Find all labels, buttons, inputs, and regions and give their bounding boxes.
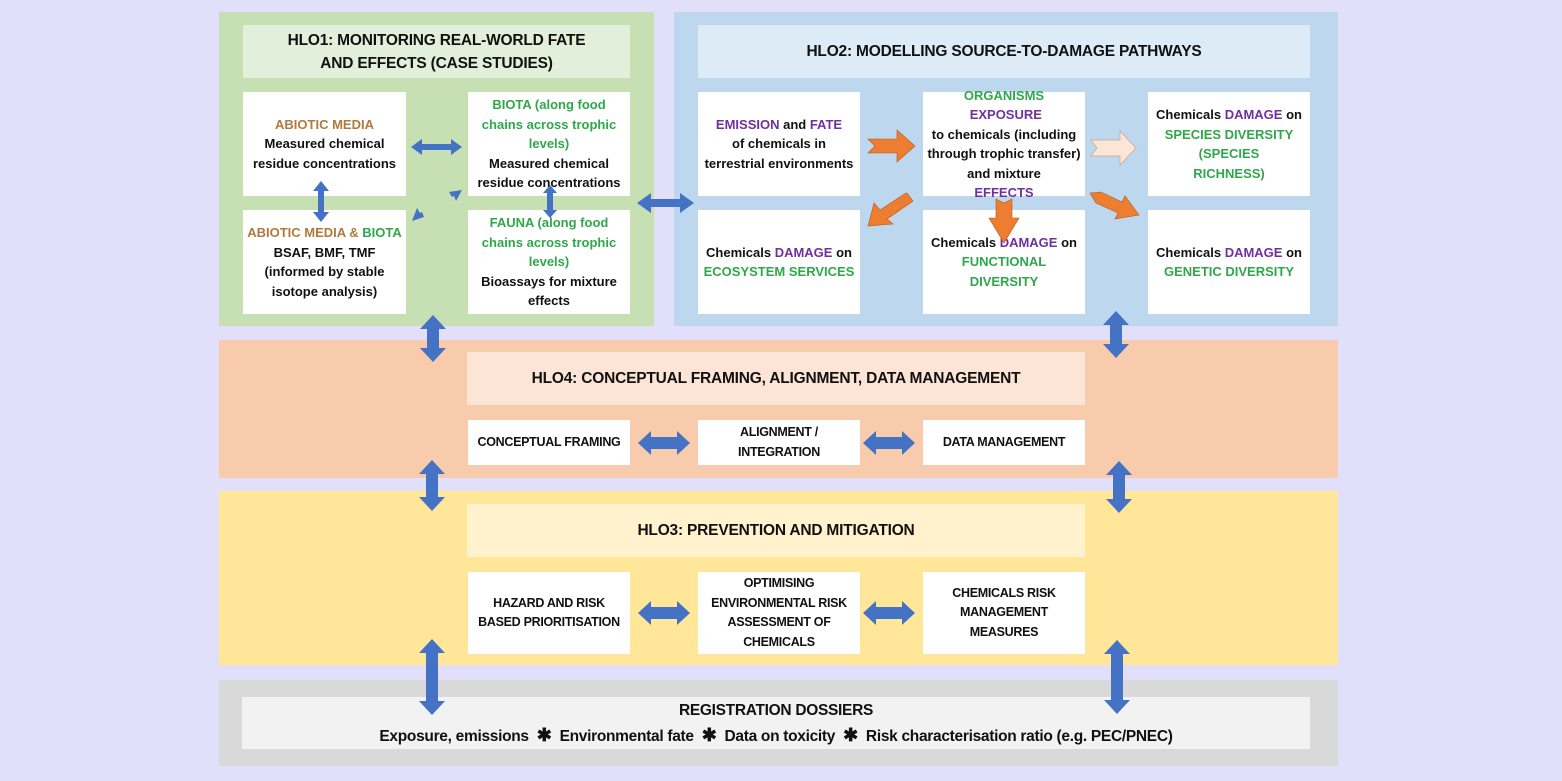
abiotic-biota-box: ABIOTIC MEDIA & BIOTA BSAF, BMF, TMF (in… (243, 210, 406, 314)
damage-word: DAMAGE (1224, 244, 1283, 260)
damage-word: DAMAGE (774, 244, 833, 260)
functional-target: FUNCTIONAL DIVERSITY (961, 254, 1047, 289)
hlo2-title: HLO2: MODELLING SOURCE-TO-DAMAGE PATHWAY… (698, 25, 1310, 78)
ampersand: & (345, 225, 363, 240)
exposure-word: EXPOSURE (969, 107, 1042, 122)
emission-text: of chemicals in terrestrial environments (704, 136, 854, 171)
prefix: Chemicals (1156, 244, 1225, 260)
fate-word: FATE (809, 116, 843, 132)
fauna-box: FAUNA (along food chains across trophic … (468, 210, 630, 314)
suffix: on (832, 244, 852, 260)
ecosystem-target: ECOSYSTEM SERVICES (703, 264, 855, 279)
abiotic-media-heading: ABIOTIC MEDIA (275, 116, 374, 132)
registration-title: REGISTRATION DOSSIERS (678, 702, 874, 719)
item-fate: Environmental fate (559, 728, 694, 745)
effects-word: EFFECTS (974, 185, 1034, 200)
exposure-box: ORGANISMS EXPOSURE to chemicals (includi… (923, 88, 1085, 200)
hlo4-title: HLO4: CONCEPTUAL FRAMING, ALIGNMENT, DAT… (467, 352, 1085, 405)
optimising-era-box: OPTIMISING ENVIRONMENTAL RISK ASSESSMENT… (698, 572, 860, 654)
abiotic-media-text: Measured chemical residue concentrations (252, 136, 397, 171)
item-toxicity: Data on toxicity (724, 728, 836, 745)
suffix: on (1282, 244, 1302, 260)
registration-dossiers-box: REGISTRATION DOSSIERS Exposure, emission… (242, 697, 1310, 749)
genetic-diversity-box: Chemicals DAMAGE on GENETIC DIVERSITY (1148, 210, 1310, 314)
prefix: Chemicals (706, 244, 775, 260)
damage-word: DAMAGE (1224, 107, 1283, 122)
abiotic-media-box: ABIOTIC MEDIA Measured chemical residue … (243, 92, 406, 196)
hlo3-title: HLO3: PREVENTION AND MITIGATION (467, 504, 1085, 557)
conceptual-framing-box: CONCEPTUAL FRAMING (468, 420, 630, 465)
prefix: Chemicals (1156, 107, 1225, 122)
asterisk-icon: ✱ (843, 725, 858, 745)
emission-fate-box: EMISSION and FATE of chemicals in terres… (698, 92, 860, 196)
asterisk-icon: ✱ (536, 725, 552, 745)
fauna-heading: FAUNA (along food chains across trophic … (481, 215, 617, 270)
biota-text: Measured chemical residue concentrations (477, 155, 621, 191)
alignment-integration-box: ALIGNMENT / INTEGRATION (698, 420, 860, 465)
risk-management-box: CHEMICALS RISK MANAGEMENT MEASURES (923, 572, 1085, 654)
fauna-text: Bioassays for mixture effects (481, 273, 617, 309)
factors-text: BSAF, BMF, TMF (273, 244, 376, 260)
and-word: and (779, 116, 810, 132)
damage-word: DAMAGE (999, 234, 1058, 250)
isotope-text: (informed by stable isotope analysis) (264, 264, 385, 299)
biota-box: BIOTA (along food chains across trophic … (468, 92, 630, 196)
asterisk-icon: ✱ (701, 725, 717, 745)
registration-items: Exposure, emissions ✱ Environmental fate ✱ D… (242, 723, 1310, 749)
suffix: on (1282, 107, 1302, 122)
exposure-text: to chemicals (including through trophic … (927, 126, 1081, 181)
hazard-prioritisation-box: HAZARD AND RISK BASED PRIORITISATION (468, 572, 630, 654)
biota-heading: BIOTA (362, 225, 402, 240)
item-risk-ratio: Risk characterisation ratio (e.g. PEC/PN… (865, 728, 1173, 745)
functional-diversity-box: Chemicals DAMAGE on FUNCTIONAL DIVERSITY (923, 210, 1085, 314)
ecosystem-services-box: Chemicals DAMAGE on ECOSYSTEM SERVICES (698, 210, 860, 314)
biota-heading: BIOTA (along food chains across trophic … (481, 97, 617, 152)
prefix: Chemicals (931, 234, 1000, 250)
suffix: on (1057, 234, 1077, 250)
emission-word: EMISSION (715, 116, 780, 132)
species-diversity-box: Chemicals DAMAGE on SPECIES DIVERSITY (S… (1148, 92, 1310, 196)
genetic-target: GENETIC DIVERSITY (1163, 264, 1295, 279)
hlo1-title: HLO1: MONITORING REAL-WORLD FATE AND EFF… (243, 25, 630, 78)
item-exposure: Exposure, emissions (379, 728, 529, 745)
data-management-box: DATA MANAGEMENT (923, 420, 1085, 465)
organisms-word: ORGANISMS (963, 87, 1045, 103)
species-target: SPECIES DIVERSITY (SPECIES RICHNESS) (1164, 126, 1294, 181)
abiotic-heading: ABIOTIC MEDIA (247, 225, 346, 240)
